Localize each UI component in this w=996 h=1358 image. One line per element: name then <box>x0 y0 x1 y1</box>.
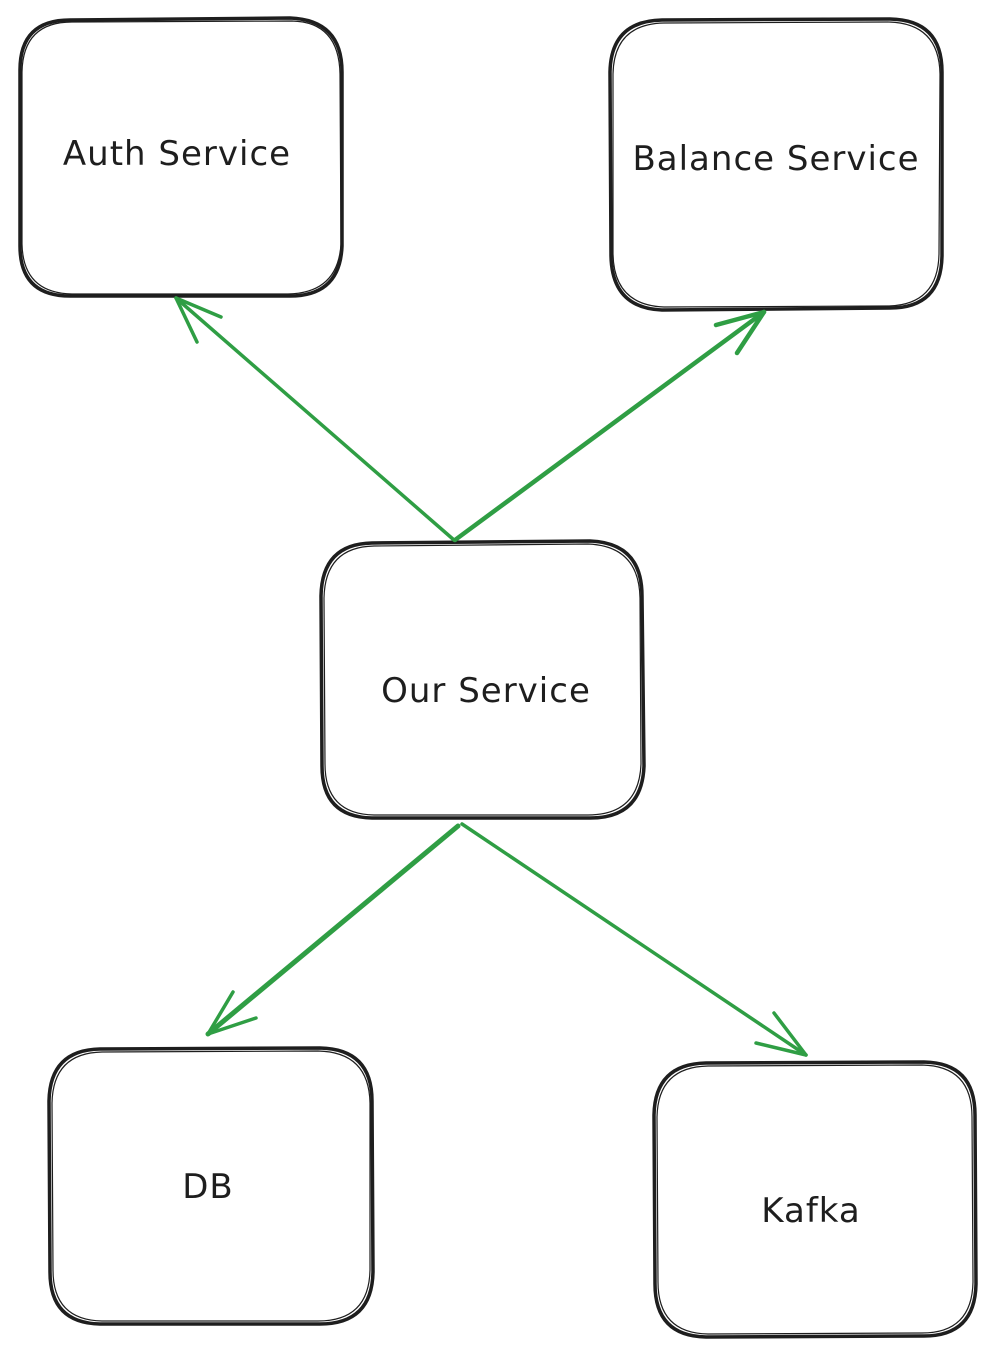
node-auth-service[interactable]: Auth Service <box>18 16 344 298</box>
node-label: Our Service <box>381 671 591 711</box>
node-box <box>608 17 944 312</box>
arrow-our-to-kafka[interactable] <box>460 822 808 1057</box>
arrow-line <box>460 822 808 1057</box>
node-balance-service[interactable]: Balance Service <box>608 17 944 312</box>
node-box <box>47 1046 375 1326</box>
arrow-head <box>206 990 258 1036</box>
node-label: DB <box>182 1167 234 1207</box>
arrow-our-to-balance[interactable] <box>452 309 767 543</box>
node-box-sketch <box>612 21 941 308</box>
arrow-line <box>452 309 767 543</box>
arrow-head <box>174 296 223 344</box>
node-label: Auth Service <box>63 134 291 174</box>
node-label: Balance Service <box>632 139 919 179</box>
arrow-head <box>754 1011 808 1057</box>
arrow-head <box>713 309 767 356</box>
node-db[interactable]: DB <box>47 1046 375 1326</box>
arrow-our-to-auth[interactable] <box>174 296 456 542</box>
arrow-line <box>174 296 456 542</box>
node-box-sketch <box>323 543 642 816</box>
node-box <box>18 16 344 298</box>
node-box-sketch <box>51 1050 371 1322</box>
node-label: Kafka <box>761 1191 860 1231</box>
node-our-service[interactable]: Our Service <box>319 539 646 820</box>
node-kafka[interactable]: Kafka <box>652 1060 978 1339</box>
node-box-sketch <box>21 20 342 295</box>
arrow-our-to-db[interactable] <box>205 823 461 1037</box>
arrow-line <box>205 823 461 1037</box>
node-box <box>652 1060 978 1339</box>
node-box <box>319 539 646 820</box>
node-box-sketch <box>656 1064 974 1335</box>
